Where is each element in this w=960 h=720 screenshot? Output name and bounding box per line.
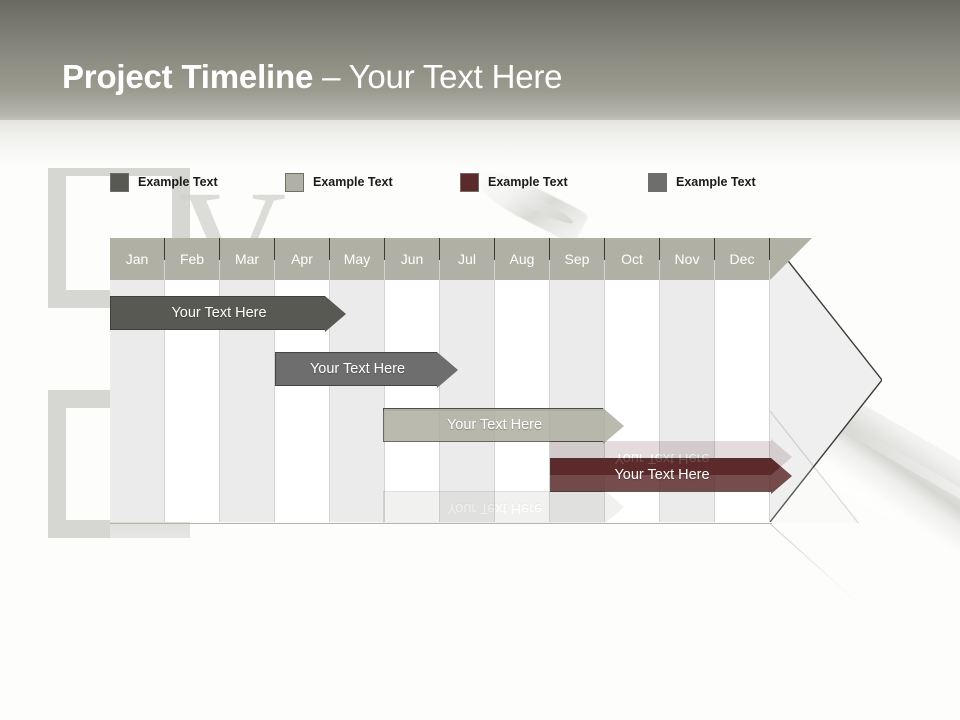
legend-item-4[interactable]: Example Text [648,170,756,194]
timeline-bar-label-2: Your Text Here [309,361,406,377]
month-header-nov[interactable]: Nov [660,238,715,280]
timeline-bar-arrowhead-2 [437,352,458,388]
timeline-bar-arrowhead-1 [325,296,346,332]
column-divider-apr [329,260,330,522]
timeline-bar-2[interactable]: Your Text Here [275,352,458,388]
month-header-jul[interactable]: Jul [440,238,495,280]
reflection-fade-mask [110,523,882,635]
column-divider-dec [769,260,770,522]
column-divider-jul [494,260,495,522]
month-header-oct[interactable]: Oct [605,238,660,280]
timeline-column-aug: Aug [495,238,550,522]
timeline-bar-arrowhead-4 [771,458,792,494]
month-header-apr[interactable]: Apr [275,238,330,280]
legend-label-2: Example Text [313,175,393,189]
timeline-bar-1[interactable]: Your Text Here [110,296,346,332]
page-title-light: Your Text Here [348,58,563,95]
timeline-bar-arrowhead-3 [603,408,624,444]
column-divider-jan [164,260,165,522]
column-divider-jun [439,260,440,522]
reflection-diagonal [769,523,858,603]
page-title: Project Timeline – Your Text Here [62,58,562,96]
month-header-sep[interactable]: Sep [550,238,605,280]
reflection-baseline [110,523,772,524]
legend-label-4: Example Text [676,175,756,189]
title-band-fade [0,120,960,168]
timeline-column-jan: Jan [110,238,165,522]
column-divider-sep [604,260,605,522]
timeline-bar-body-3: Your Text Here [383,408,624,444]
month-header-jan[interactable]: Jan [110,238,165,280]
legend-swatch-icon-1 [110,172,129,192]
legend-swatch-icon-4 [648,172,667,192]
legend-label-3: Example Text [488,175,568,189]
month-header-dec[interactable]: Dec [715,238,770,280]
month-header-jun[interactable]: Jun [385,238,440,280]
timeline-bar-3[interactable]: Your Text Here [383,408,624,444]
timeline-header-tail-triangle [770,238,812,280]
timeline-bar-4[interactable]: Your Text Here [550,458,792,494]
timeline-bar-body-2: Your Text Here [275,352,458,388]
timeline-bar-label-1: Your Text Here [171,305,267,321]
legend-item-1[interactable]: Example Text [110,170,218,194]
column-divider-may [384,260,385,522]
legend-item-2[interactable]: Example Text [285,170,393,194]
legend: Example Text Example Text Example Text Exam… [110,170,810,194]
timeline-column-feb: Feb [165,238,220,522]
legend-item-3[interactable]: Example Text [460,170,568,194]
timeline-header-tail [770,238,882,280]
column-divider-oct [659,260,660,522]
timeline-bar-label-4: Your Text Here [614,467,710,483]
legend-swatch-icon-2 [285,172,304,192]
month-header-may[interactable]: May [330,238,385,280]
page-title-separator: – [313,58,349,95]
column-divider-nov [714,260,715,522]
month-header-mar[interactable]: Mar [220,238,275,280]
column-divider-aug [549,260,550,522]
title-band [0,0,960,134]
column-divider-feb [219,260,220,522]
month-header-aug[interactable]: Aug [495,238,550,280]
timeline-bar-body-4: Your Text Here [550,458,792,494]
timeline-bar-label-3: Your Text Here [446,417,543,433]
legend-swatch-icon-3 [460,172,479,192]
month-header-feb[interactable]: Feb [165,238,220,280]
timeline-bar-body-1: Your Text Here [110,296,346,332]
page-title-strong: Project Timeline [62,58,314,95]
legend-label-1: Example Text [138,175,218,189]
column-divider-mar [274,260,275,522]
timeline-column-mar: Mar [220,238,275,522]
